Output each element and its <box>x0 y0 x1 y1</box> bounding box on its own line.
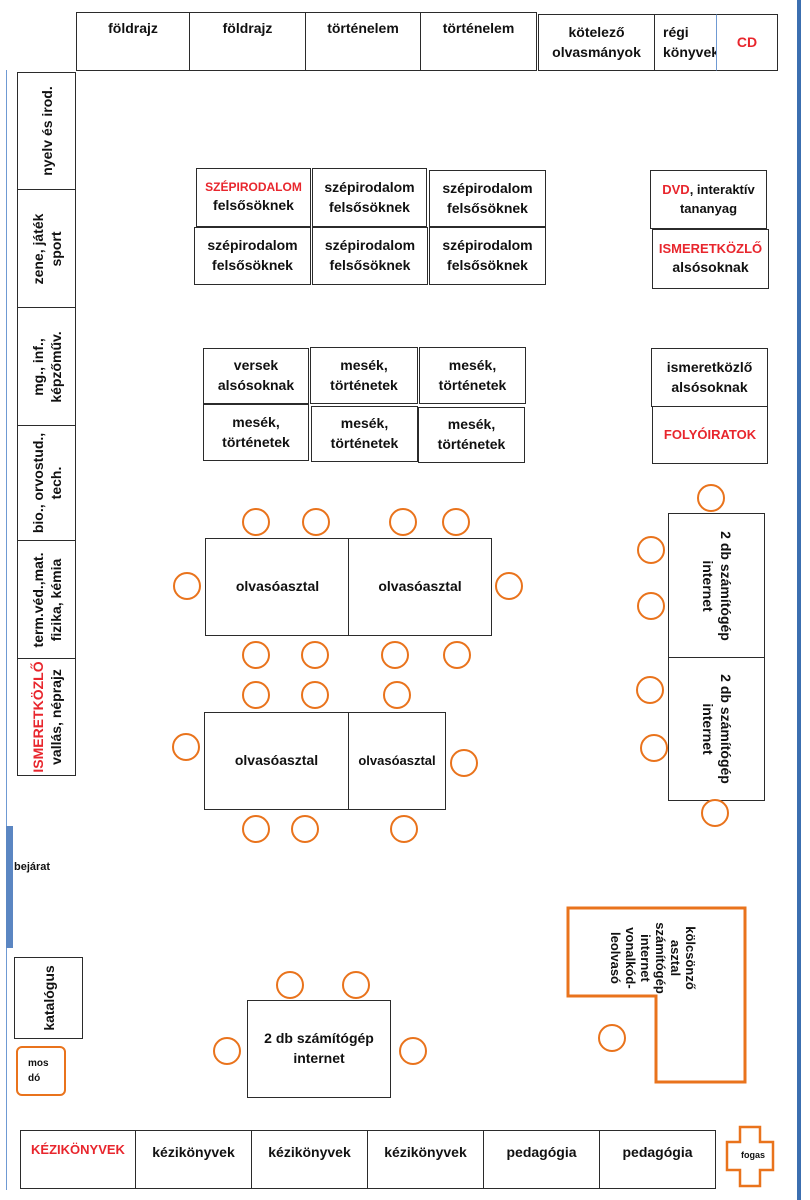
shelf-pedagogia-1: pedagógia <box>483 1130 600 1189</box>
chair <box>598 1024 626 1052</box>
chair <box>450 749 478 777</box>
chair <box>399 1037 427 1065</box>
shelf-tortenelem-2: történelem <box>420 12 537 71</box>
chair <box>495 572 523 600</box>
chair <box>697 484 725 512</box>
chair <box>383 681 411 709</box>
shelf-mesek-2: mesék,történetek <box>419 347 526 404</box>
left-wall-edge <box>6 70 7 1190</box>
chair <box>443 641 471 669</box>
chair <box>442 508 470 536</box>
chair <box>637 592 665 620</box>
chair <box>172 733 200 761</box>
chair <box>242 815 270 843</box>
reading-table-3: olvasóasztal <box>204 712 349 810</box>
shelf-kezikonyvek-2: kézikönyvek <box>251 1130 368 1189</box>
coat-rack-icon <box>725 1125 775 1188</box>
chair <box>637 536 665 564</box>
shelf-bio-orvostud-tech: bio., orvostud.,tech. <box>17 425 76 541</box>
chair <box>390 815 418 843</box>
shelf-kezikonyvek-red: KÉZIKÖNYVEK <box>20 1130 136 1189</box>
chair <box>173 572 201 600</box>
reading-table-4: olvasóasztal <box>348 712 446 810</box>
catalog: katalógus <box>14 957 83 1039</box>
chair <box>276 971 304 999</box>
chair <box>342 971 370 999</box>
shelf-kezikonyvek-1: kézikönyvek <box>135 1130 252 1189</box>
chair <box>213 1037 241 1065</box>
chair <box>636 676 664 704</box>
chair <box>242 641 270 669</box>
shelf-cd: CD <box>716 14 778 71</box>
chair <box>291 815 319 843</box>
chair <box>242 681 270 709</box>
chair <box>302 508 330 536</box>
shelf-tortenelem-1: történelem <box>305 12 421 71</box>
shelf-foldrajz-1: földrajz <box>76 12 190 71</box>
shelf-folyoiratok: FOLYÓIRATOK <box>652 406 768 464</box>
right-wall-edge <box>797 0 801 1200</box>
chair <box>389 508 417 536</box>
entrance-door-marker <box>6 826 13 948</box>
chair <box>640 734 668 762</box>
chair <box>301 681 329 709</box>
entrance-label: bejárat <box>14 861 51 873</box>
shelf-mesek-3: mesék,történetek <box>203 404 309 461</box>
shelf-dvd-interaktiv-tananyag: DVD, interaktív tananyag <box>650 170 767 229</box>
shelf-pedagogia-2: pedagógia <box>599 1130 716 1189</box>
shelf-termved-fizika-kemia: term.véd.,mat.fizika, kémia <box>17 540 76 659</box>
shelf-mesek-5: mesék,történetek <box>418 407 525 463</box>
reading-table-2: olvasóasztal <box>348 538 492 636</box>
shelf-mesek-1: mesék,történetek <box>310 347 418 404</box>
chair <box>301 641 329 669</box>
lending-desk-outline <box>566 906 747 1084</box>
chair <box>381 641 409 669</box>
shelf-nyelv-es-irod: nyelv és irod. <box>17 72 76 190</box>
lending-desk-label: kölcsönző asztal számítógép internet von… <box>607 922 698 994</box>
chair <box>701 799 729 827</box>
shelf-kezikonyvek-3: kézikönyvek <box>367 1130 484 1189</box>
reading-table-1: olvasóasztal <box>205 538 350 636</box>
shelf-mesek-4: mesék,történetek <box>311 406 418 462</box>
chair <box>242 508 270 536</box>
coat-rack-label: fogas <box>741 1150 766 1160</box>
shelf-foldrajz-2: földrajz <box>189 12 306 71</box>
shelf-mg-inf-kepzomuv: mg., inf.,képzőműv. <box>17 307 76 426</box>
